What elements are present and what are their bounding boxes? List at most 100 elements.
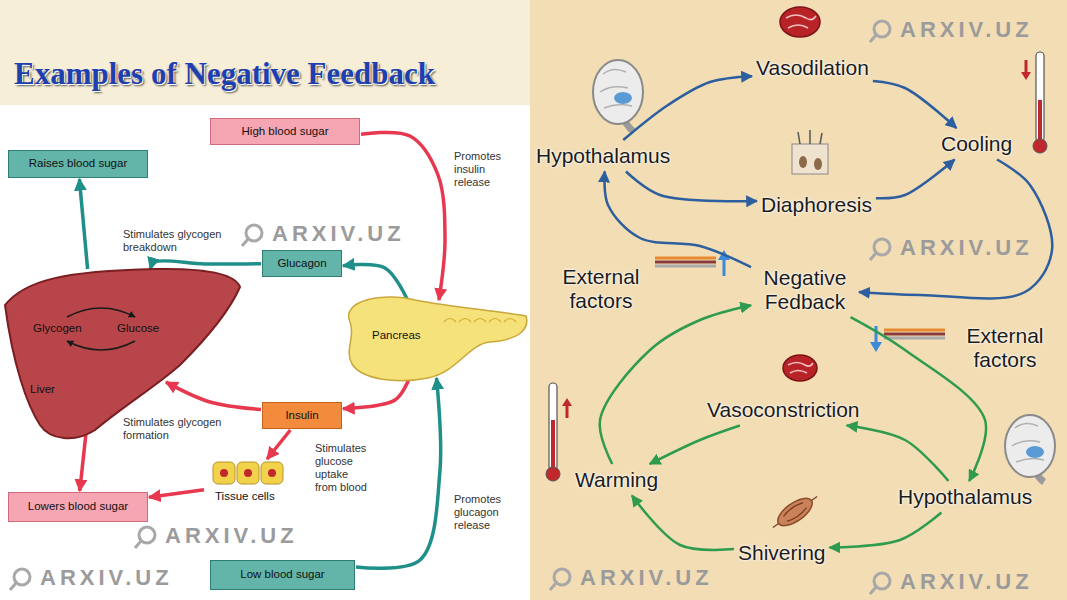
box-label: Glucagon: [277, 257, 326, 271]
flow-arrow: [830, 513, 942, 548]
watermark-holder: ARXIV.UZ: [40, 566, 173, 590]
process-box: Lowers blood sugar: [8, 492, 148, 522]
shape-label: Pancreas: [372, 329, 421, 343]
cell: [261, 462, 283, 484]
lobule: [489, 319, 501, 323]
edge-label-holder: Stimulates glycogen breakdown: [122, 228, 230, 254]
step-label: Vasodilation: [756, 56, 869, 80]
shape-label: Liver: [30, 383, 55, 397]
watermark-holder: ARXIV.UZ: [272, 222, 405, 246]
process-label: Shivering: [738, 541, 826, 565]
label-holder: Glucose: [117, 322, 159, 336]
edge-label-holder: Promotes insulin release: [453, 150, 519, 189]
step-label: Vasoconstriction: [707, 398, 860, 422]
edge-label: Stimulates glucose uptake from blood: [314, 442, 372, 494]
box-label: Insulin: [285, 409, 318, 423]
edge-label-holder: Stimulates glucose uptake from blood: [314, 442, 372, 494]
watermark-holder: ARXIV.UZ: [165, 524, 298, 548]
lobule: [459, 319, 471, 323]
step-label: Diaphoresis: [761, 193, 872, 217]
step-label: Hypothalamus: [898, 485, 1032, 509]
watermark-holder: ARXIV.UZ: [900, 570, 1033, 594]
lobule: [474, 319, 486, 323]
flow-arrow: [859, 160, 1052, 299]
process-label: Vasoconstriction: [707, 398, 860, 422]
watermark-holder: ARXIV.UZ: [900, 236, 1033, 260]
step-label: Shivering: [738, 541, 826, 565]
process-label: Negative Fedback: [755, 266, 855, 313]
box-label: Lowers blood sugar: [28, 500, 128, 514]
process-label: Warming: [575, 468, 658, 492]
flow-arrow: [632, 496, 734, 550]
process-box: High blood sugar: [210, 118, 360, 145]
step-label: Negative Fedback: [755, 266, 855, 313]
flow-arrow: [149, 490, 204, 497]
right-panel: [530, 0, 1067, 600]
watermark: ARXIV.UZ: [272, 222, 405, 246]
label-holder: Pancreas: [372, 329, 421, 343]
vessel-icon: [783, 355, 817, 381]
external-factor-stripes: [655, 250, 945, 352]
lobule: [444, 319, 456, 323]
title-holder: Examples of Negative Feedback: [14, 56, 435, 92]
step-label: Cooling: [941, 132, 1012, 156]
watermark: ARXIV.UZ: [900, 236, 1033, 260]
process-label: External factors: [551, 265, 651, 312]
skin-icon: [792, 130, 828, 174]
vessel-icon: [780, 7, 820, 37]
liver-outline: [5, 269, 240, 438]
tissue-cells: Tissue cells: [205, 460, 289, 508]
brain-icon: [593, 60, 643, 132]
watermark-holder: ARXIV.UZ: [580, 566, 713, 590]
flow-arrow: [623, 76, 752, 140]
edge-label: Promotes insulin release: [453, 150, 519, 189]
watermark: ARXIV.UZ: [40, 566, 173, 590]
pancreas-drawing: [340, 292, 528, 384]
cycle-arrow: [67, 341, 135, 350]
process-label: Hypothalamus: [898, 485, 1032, 509]
process-box: Insulin: [262, 402, 342, 429]
edge-label: Stimulates glycogen breakdown: [122, 228, 230, 254]
title-band: [0, 0, 530, 105]
flow-arrow: [361, 132, 445, 300]
flow-arrow: [850, 317, 986, 481]
cell-nucleus: [268, 469, 276, 477]
flow-arrow: [267, 430, 290, 459]
watermark: ARXIV.UZ: [165, 524, 298, 548]
edge-label: Stimulates glycogen formation: [122, 416, 230, 442]
cell: [237, 462, 259, 484]
flow-arrow: [343, 265, 408, 300]
cell: [213, 462, 235, 484]
process-label: Diaphoresis: [761, 193, 872, 217]
step-label: External factors: [551, 265, 651, 312]
box-label: High blood sugar: [242, 125, 329, 139]
flow-arrow: [604, 172, 751, 268]
flow-arrow: [847, 426, 949, 481]
box-label: Raises blood sugar: [29, 157, 127, 171]
cell-nucleus: [220, 469, 228, 477]
cycle-arrow: [67, 308, 135, 317]
box-label: Low blood sugar: [240, 568, 324, 582]
watermark: ARXIV.UZ: [580, 566, 713, 590]
process-box: Low blood sugar: [210, 560, 355, 590]
watermark: ARXIV.UZ: [900, 18, 1033, 42]
flow-arrow: [873, 81, 957, 128]
flow-arrow: [343, 378, 409, 409]
process-label: Hypothalamus: [536, 144, 670, 168]
muscle-icon: [768, 489, 823, 535]
flow-arrow: [600, 305, 751, 464]
step-label: Warming: [575, 468, 658, 492]
pancreas-outline: [349, 297, 527, 381]
edge-label-holder: Promotes glucagon release: [453, 493, 519, 532]
lobule: [504, 319, 516, 323]
flow-arrow: [650, 426, 740, 464]
shape-label: Glucose: [117, 322, 159, 336]
pancreas-organ: Pancreas: [340, 292, 528, 384]
process-box: Glucagon: [262, 250, 342, 277]
watermark: ARXIV.UZ: [900, 570, 1033, 594]
flow-arrow: [626, 172, 757, 202]
step-label: External factors: [955, 324, 1055, 371]
process-label: Cooling: [941, 132, 1012, 156]
